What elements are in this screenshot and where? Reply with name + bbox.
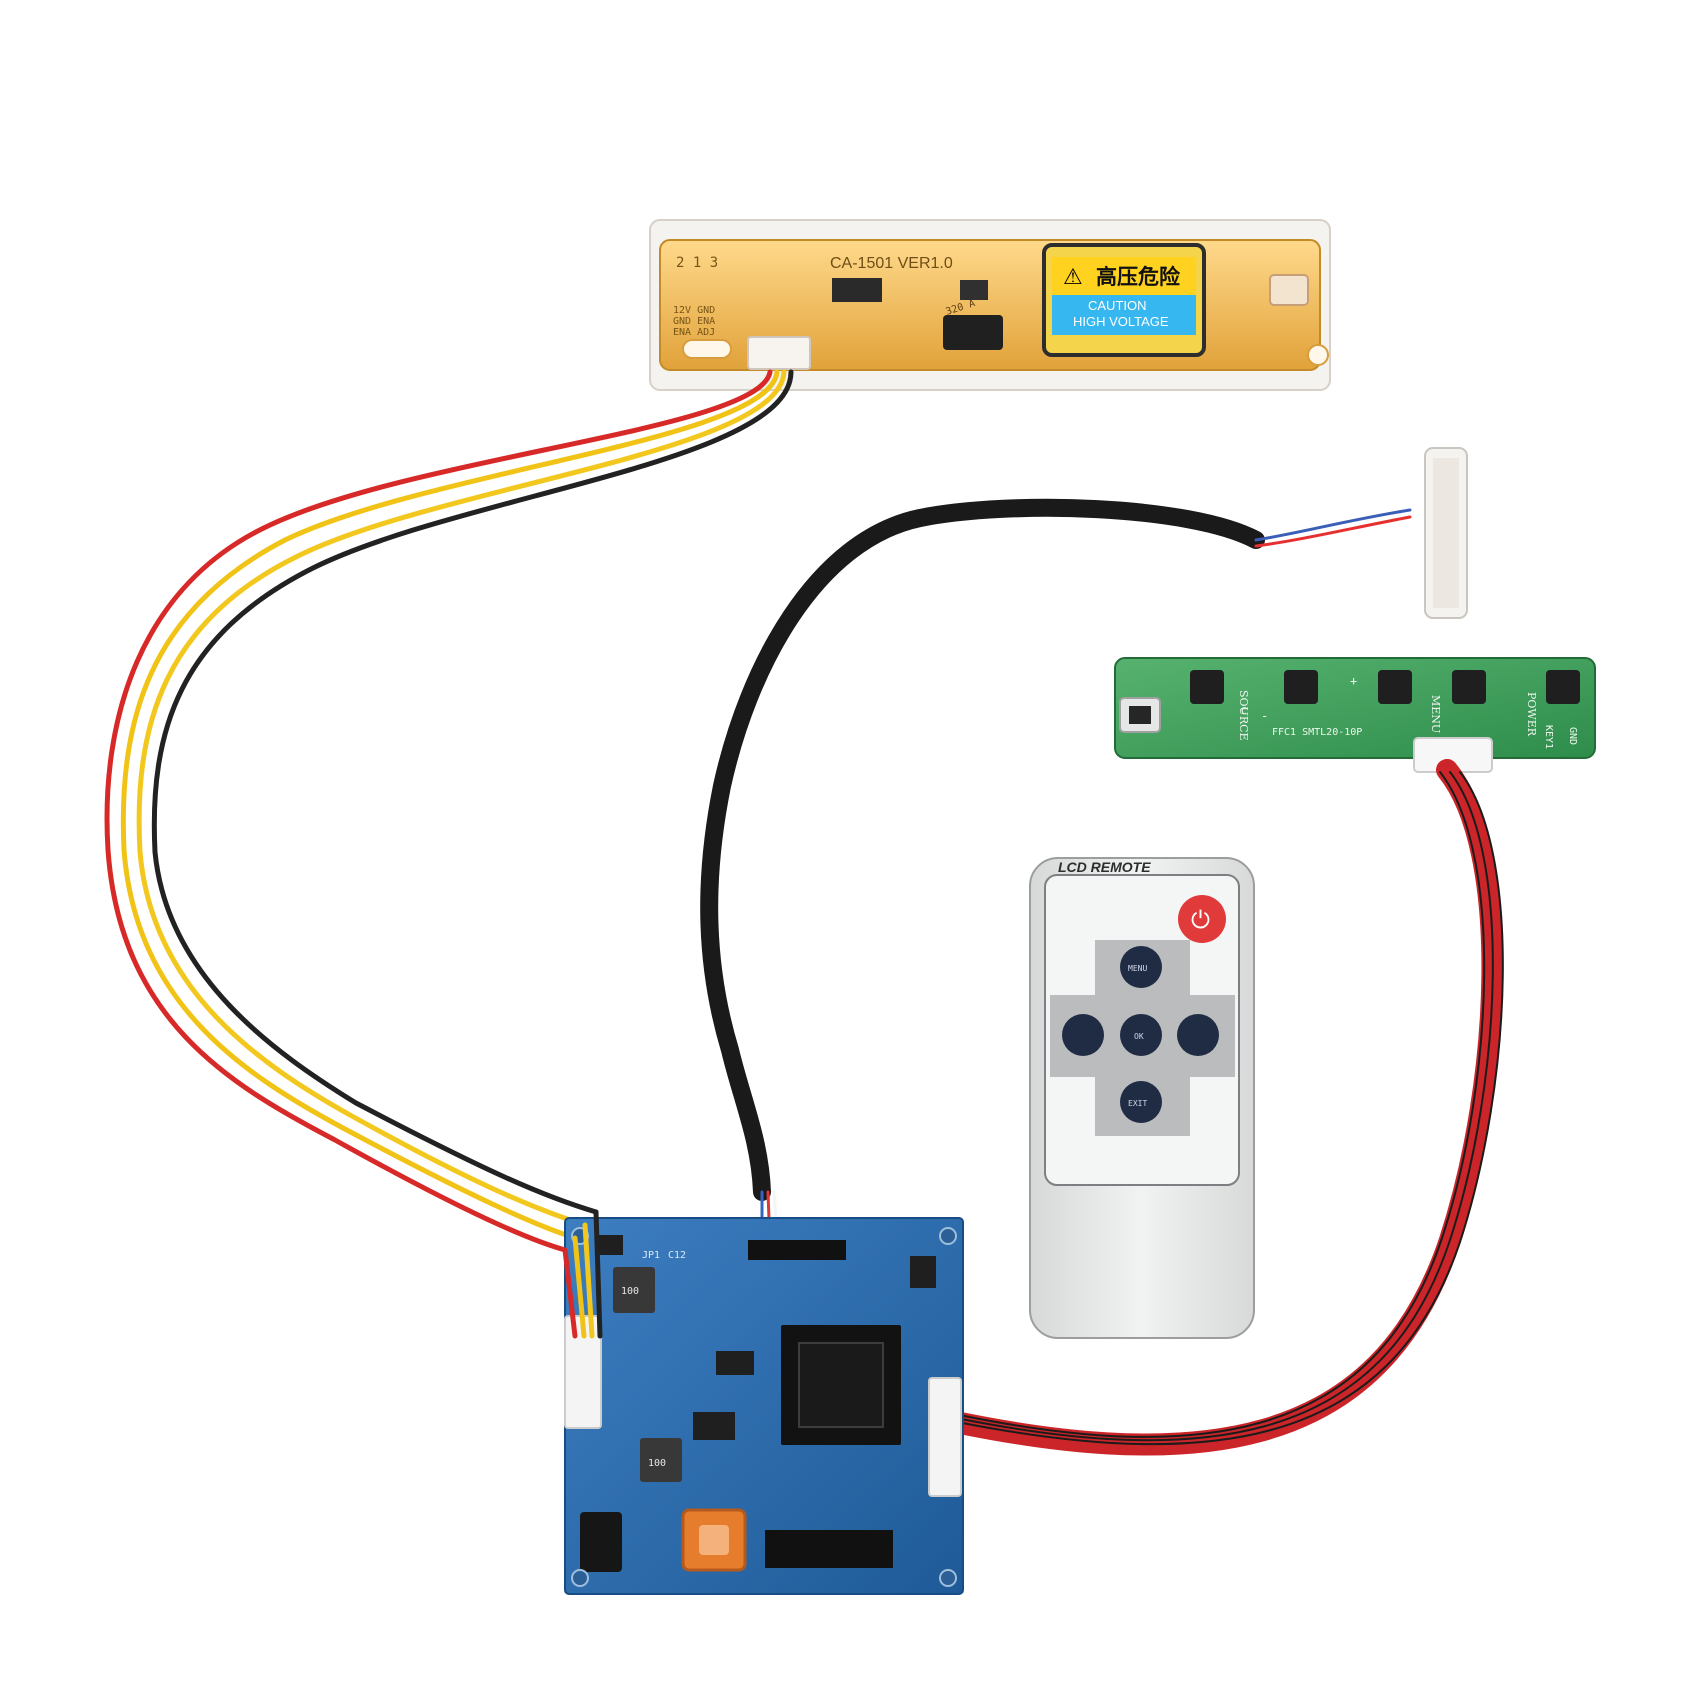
inverter-model-label: CA-1501 VER1.0 (830, 255, 953, 272)
keypad-ribbon-cable (899, 759, 1504, 1456)
keypad-button-source[interactable] (1190, 670, 1224, 704)
keypad-connector (928, 1377, 962, 1497)
keypad-button-power[interactable] (1546, 670, 1580, 704)
small-chip-3 (910, 1256, 936, 1288)
inverter-transformer-core (943, 315, 1003, 350)
bottom-header (765, 1530, 893, 1568)
wire-yellow-1 (120, 369, 780, 1241)
end-yellow-1 (572, 1235, 587, 1339)
wire-black (151, 369, 794, 1215)
board-hole-4 (939, 1569, 957, 1587)
inverter-small-chip (960, 280, 988, 300)
inverter-board: CA-1501 VER1.0 2 1 3 12V GND GND ENA ENA… (649, 219, 1331, 391)
inverter-warning-en-2: HIGH VOLTAGE (1073, 314, 1169, 329)
right-arrow-icon[interactable] (1177, 1014, 1219, 1056)
inverter-corner-label: 2 1 3 (676, 255, 718, 271)
remote-menu-label: MENU (1128, 964, 1147, 973)
inverter-pin-label-3: ENA ADJ (673, 327, 715, 338)
inverter-warning-en-1: CAUTION (1088, 298, 1147, 313)
board-hole-3 (571, 1569, 589, 1587)
keypad-label-plus: + (1350, 674, 1357, 688)
inverter-bottom-connector (747, 336, 811, 370)
controller-inductor-label-1: 100 (621, 1286, 639, 1297)
keypad-label-minus: - (1261, 709, 1268, 723)
remote-ok-label: OK (1134, 1032, 1144, 1041)
keypad-small-label-1: C (1241, 706, 1247, 717)
keypad-small-label-3: GND (1567, 727, 1578, 745)
inverter-left-slot (682, 339, 732, 359)
keypad-buttons (1190, 670, 1580, 704)
inverter-pin-label-2: GND ENA (673, 316, 715, 327)
keypad-board: SOURCE - + MENU POWER FFC1 SMTL20-10P C … (1114, 657, 1596, 773)
remote-title: LCD REMOTE (1058, 859, 1151, 875)
power-icon-glyph: ⏻ (1191, 907, 1210, 934)
lvds-black-sleeve (700, 498, 1265, 1201)
power-wire-bundle (104, 369, 794, 1253)
keypad-button-menu[interactable] (1452, 670, 1486, 704)
main-chip-core (798, 1342, 884, 1428)
controller-top-label-1: JP1 (642, 1250, 660, 1261)
keypad-small-label-2: KEY1 (1543, 725, 1554, 749)
small-chip-2 (693, 1412, 735, 1440)
controller-top-label-2: C12 (668, 1250, 686, 1261)
down-arrow-icon[interactable] (1120, 1081, 1162, 1123)
inverter-ic (832, 278, 882, 302)
left-arrow-icon[interactable] (1062, 1014, 1104, 1056)
remote-exit-label: EXIT (1128, 1099, 1147, 1108)
inverter-label-bottom (1052, 295, 1196, 335)
keypad-label-power: POWER (1525, 692, 1538, 737)
small-chip-1 (716, 1351, 754, 1375)
inverter-label-top (1052, 257, 1196, 295)
ribbon-black-stripe-2 (909, 771, 1494, 1442)
keypad-pcb (1114, 657, 1596, 759)
lvds-top-wires-3 (1254, 522, 1412, 554)
inverter-right-connector (1269, 274, 1309, 306)
inductor-2 (640, 1438, 682, 1482)
inductor-1 (613, 1267, 655, 1313)
hdmi-port-inner (699, 1525, 729, 1555)
top-left-switch (595, 1235, 623, 1255)
keypad-button-minus[interactable] (1284, 670, 1318, 704)
inverter-pin-label-1: 12V GND (673, 305, 715, 316)
lvds-top-wires-1 (1254, 508, 1412, 542)
controller-board: JP1 C12 100 100 (564, 1217, 964, 1595)
board-hole-2 (939, 1227, 957, 1245)
lvds-connector (1424, 447, 1468, 619)
power-icon[interactable] (1178, 895, 1226, 943)
inverter-warning-cn: 高压危险 (1096, 265, 1181, 289)
ribbon-black-stripe-3 (909, 771, 1504, 1446)
end-red (562, 1247, 578, 1339)
ribbon-black-stripe-1 (909, 771, 1486, 1438)
keypad-label-source: SOURCE (1237, 690, 1250, 741)
inverter-right-hole (1307, 344, 1329, 366)
lcd-remote: LCD REMOTE ⏻ MENU OK EXIT (1029, 857, 1255, 1339)
wire-red-top (104, 369, 773, 1253)
keypad-ir-window (1129, 706, 1151, 724)
end-black (593, 1209, 603, 1339)
wire-yellow-2 (136, 369, 787, 1228)
keypad-label-menu: MENU (1429, 695, 1442, 733)
keypad-ffc-label: FFC1 SMTL20-10P (1272, 727, 1362, 738)
inverter-components: ⚠ 高压危险 CAUTION HIGH VOLTAGE (747, 243, 1309, 370)
lvds-top-wires-2 (1254, 515, 1412, 548)
controller-components: JP1 C12 100 100 (571, 1227, 957, 1587)
dc-jack (580, 1512, 622, 1572)
controller-inductor-label-2: 100 (648, 1458, 666, 1469)
lvds-header (748, 1240, 846, 1260)
lvds-connector-strip (1433, 458, 1459, 608)
controller-wire-ends (562, 1209, 603, 1339)
up-arrow-icon[interactable] (1120, 946, 1162, 988)
inverter-warning-icon: ⚠ (1063, 264, 1083, 289)
keypad-button-plus[interactable] (1378, 670, 1412, 704)
end-yellow-2 (582, 1222, 595, 1339)
center-icon[interactable] (1120, 1014, 1162, 1056)
